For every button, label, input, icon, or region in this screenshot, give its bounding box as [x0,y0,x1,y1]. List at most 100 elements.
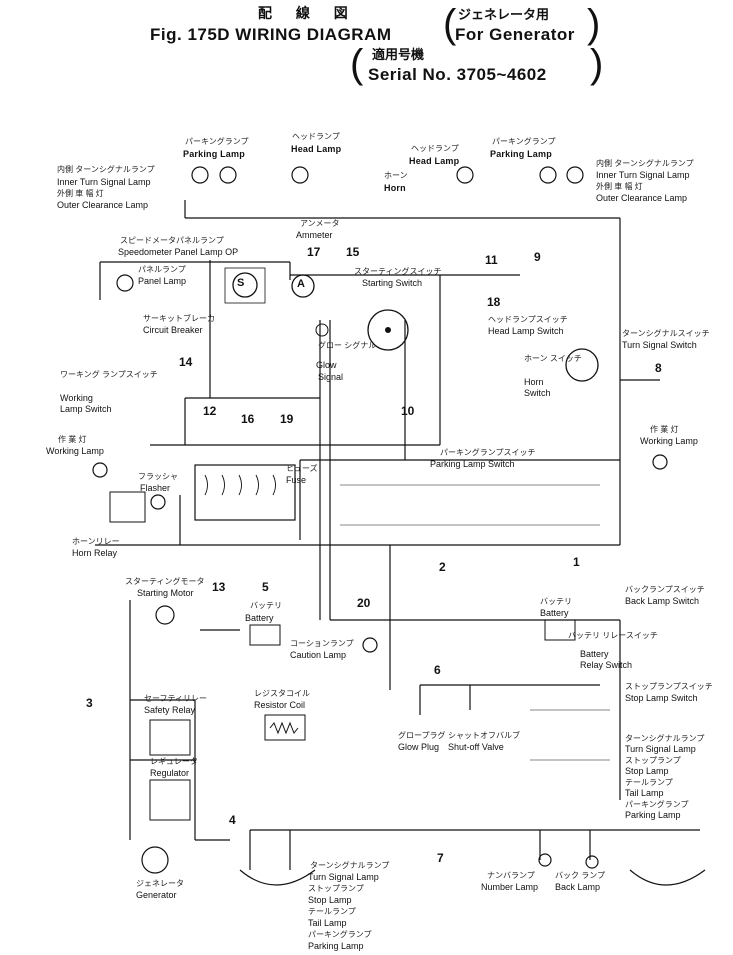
working-lamp-switch-label-2: Lamp Switch [60,404,112,414]
harness-label-8: 8 [655,361,662,375]
generator-label: Generator [136,890,177,900]
rear-right-tail-label: Tail Lamp [625,788,664,798]
working-lamp-switch-label-1: Working [60,393,93,403]
number-lamp-label: Number Lamp [481,882,539,892]
harness-label-1: 1 [573,555,580,569]
regulator-jp: レギュレータ [150,757,198,766]
paren-right: ) [587,2,601,46]
rear-right-turn-label: Turn Signal Lamp [625,744,696,754]
rear-right-stop-jp: ストップランプ [625,756,681,765]
harness-label-4: 4 [229,813,236,827]
horn-relay-jp: ホーンリレー [72,537,120,546]
safety-relay-label: Safety Relay [144,705,196,715]
glow-signal-jp: グロー シグナル [318,341,377,350]
safety-relay-box [149,719,191,756]
working-lamp-left-label: Working Lamp [46,446,104,456]
head-lamp-left-jp: ヘッドランプ [292,132,340,141]
battery-relay-jp: バッテリ リレースイッチ [568,631,658,640]
caution-lamp-symbol [362,637,378,653]
back-lamp-jp: バック ランプ [555,871,605,880]
horn-relay-label: Horn Relay [72,548,118,558]
parking-lamp-left-symbol [191,166,209,184]
fuse-jp: ヒューズ [286,464,318,473]
resistor-coil-jp: レジスタコイル [254,689,310,698]
starting-switch-jp: スターティングスイッチ [354,267,442,276]
title-jp: 配 線 図 [258,5,358,21]
head-lamp-left-label: Head Lamp [291,144,342,154]
battery-relay-label-1: Battery [580,649,609,659]
harness-label-18: 18 [487,295,501,309]
head-lamp-right-label: Head Lamp [409,156,460,166]
rear-left-parking-jp: パーキングランプ [308,930,372,939]
caution-lamp-jp: コーションランプ [290,639,354,648]
horn-jp: ホーン [384,171,408,180]
working-lamp-right-symbol [652,454,668,470]
rear-right-parking-jp: パーキングランプ [625,800,689,809]
flasher-jp: フラッシャ [138,472,178,481]
head-lamp-left-symbol [291,166,309,184]
flasher-label: Flasher [140,483,171,493]
parking-lamp-switch-label: Parking Lamp Switch [430,459,515,469]
harness-label-5: 5 [262,580,269,594]
battery-right-label: Battery [540,608,569,618]
circuit-breaker-jp: サーキットブレーカ [143,314,215,323]
head-lamp-switch-jp: ヘッドランプスイッチ [488,315,568,324]
back-lamp-switch-label: Back Lamp Switch [625,596,700,606]
glow-signal-label-1: Glow [316,360,337,370]
back-lamp-label: Back Lamp [555,882,601,892]
ammeter-symbol-letter: A [297,278,305,290]
starting-motor-symbol [155,605,175,625]
title-variant-en: For Generator [455,25,575,44]
harness-label-11: 11 [485,253,498,267]
harness-label-20: 20 [357,596,371,610]
head-lamp-right-jp: ヘッドランプ [411,144,459,153]
outer-clearance-left-jp: 外側 車 幅 灯 [57,189,104,198]
harness-label-14: 14 [179,355,193,369]
harness-label-3: 3 [86,696,93,710]
head-lamp-switch-label: Head Lamp Switch [488,326,564,336]
harness-label-17: 17 [307,245,321,259]
turn-signal-switch-jp: ターンシグナルスイッチ [622,329,710,338]
ammeter-gauge [291,274,315,298]
outer-clearance-right-label: Outer Clearance Lamp [596,193,688,203]
glow-signal-symbol [315,323,329,337]
parking-lamp-right-symbol [539,166,557,184]
safety-relay-jp: セーフティリレー [144,694,208,703]
battery-left-label: Battery [245,613,274,623]
horn-switch-label-2: Switch [524,388,551,398]
ammeter-jp: アンメータ [300,219,340,228]
rear-lamp-right-cluster [629,869,706,886]
working-lamp-switch-jp: ワーキング ランプスイッチ [60,370,158,379]
inner-turn-left-label: Inner Turn Signal Lamp [57,177,151,187]
battery-left-symbol [249,624,281,646]
working-lamp-left-symbol [92,462,108,478]
inner-turn-left-jp: 内側 ターンシグナルランプ [57,165,155,174]
starting-switch-symbol [367,309,409,351]
rear-left-stop-jp: ストップランプ [308,884,364,893]
circuit-breaker-label: Circuit Breaker [143,325,203,335]
head-lamp-right-symbol [456,166,474,184]
battery-left-jp: バッテリ [250,601,282,610]
resistor-coil-label: Resistor Coil [254,700,306,710]
battery-right-jp: バッテリ [540,597,572,606]
speedometer-gauge [232,272,258,298]
inner-turn-right-label: Inner Turn Signal Lamp [596,170,690,180]
harness-label-19: 19 [280,412,294,426]
speedometer-symbol-letter: S [237,277,245,289]
stop-lamp-switch-jp: ストップランプスイッチ [625,682,713,691]
inner-turn-right-jp: 内側 ターンシグナルランプ [596,159,694,168]
harness-label-13: 13 [212,580,226,594]
harness-label-7: 7 [437,851,444,865]
title-variant-jp: ジェネレータ用 [458,7,550,22]
harness-label-9: 9 [534,250,541,264]
speedo-jp: スピードメータパネルランプ [120,236,224,245]
working-lamp-right-jp: 作 業 灯 [650,425,679,434]
outer-clearance-left-label: Outer Clearance Lamp [57,200,149,210]
paren-left-2: ( [350,42,364,86]
rear-left-stop-label: Stop Lamp [308,895,352,905]
turn-signal-switch-label: Turn Signal Switch [622,340,697,350]
rear-right-parking-label: Parking Lamp [625,810,681,820]
stop-lamp-switch-label: Stop Lamp Switch [625,693,698,703]
paren-left: ( [443,2,457,46]
